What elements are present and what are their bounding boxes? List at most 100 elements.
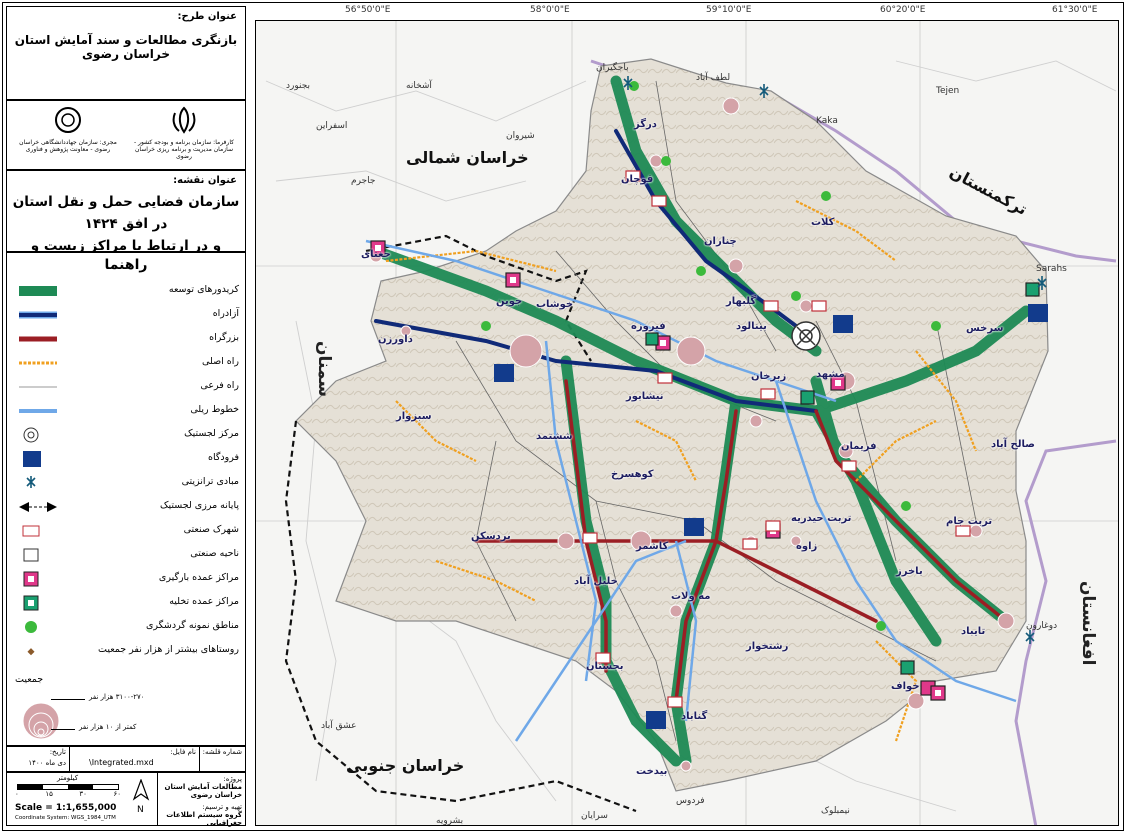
prepared-label: تهیه و ترسیم: <box>202 803 242 811</box>
highway-icon <box>19 336 57 342</box>
city-label: تربت حیدریه <box>791 513 852 524</box>
city-label: زاوه <box>796 541 818 552</box>
external-place-label: باجگیران <box>596 63 629 73</box>
city-label: مشهد <box>816 369 845 380</box>
legend-item: روستاهای بیشتر از هزار نفر جمعیت <box>15 641 239 661</box>
city-label: بینالود <box>736 321 767 332</box>
external-place-label: نیمبلوک <box>821 806 850 816</box>
city-label: سبزوار <box>396 411 432 422</box>
legend-item: پایانه مرزی لجستیک <box>15 497 239 517</box>
map-canvas[interactable] <box>256 21 1119 826</box>
industrial-zone-icon <box>23 548 39 562</box>
scale-box: کیلومتر ۰ ۱۵ ۳۰ ۶۰ N Scale = 1:1,655,000… <box>6 772 246 827</box>
scale-tick: ۰ <box>15 790 19 798</box>
legend-item: مبادی ترانزیتی <box>15 473 239 493</box>
legend-label: ناحیه صنعتی <box>190 548 239 559</box>
transit-point-icon <box>26 476 36 488</box>
project-short-label: پروژه: <box>223 775 242 783</box>
coord-system: Coordinate System: WGS_1984_UTM <box>15 815 116 821</box>
tourism-area-icon <box>25 621 37 633</box>
legend-label: مرکز لجستیک <box>184 428 239 439</box>
legend-label: پایانه مرزی لجستیک <box>160 500 239 511</box>
external-place-label: شیروان <box>506 131 535 141</box>
legend-item: خطوط ریلی <box>15 401 239 421</box>
city-label: زبرخان <box>751 371 787 382</box>
legend-title: راهنما <box>104 257 148 273</box>
industrial-town-icon <box>22 525 40 537</box>
logistics-center-icon <box>23 427 39 443</box>
legend-label: آزادراه <box>212 308 239 319</box>
freeway-icon <box>19 311 57 319</box>
external-place-label: فردوس <box>676 796 705 806</box>
project-title: بازنگری مطالعات و سند آمایش استان خراسان… <box>14 33 238 61</box>
city-label: جغتای <box>361 249 391 260</box>
side-panel: عنوان طرح: بازنگری مطالعات و سند آمایش ا… <box>6 6 246 827</box>
city-label: کلات <box>811 217 835 228</box>
legend-label: کریدورهای توسعه <box>168 284 239 295</box>
map-label: عنوان نقشه: <box>173 175 237 186</box>
city-label: بجستان <box>586 661 624 672</box>
external-place-label: آشخانه <box>406 81 432 91</box>
sheet-label: شماره قلشه: <box>202 748 242 756</box>
scale-tick: ۳۰ <box>79 790 87 798</box>
city-label: باخرز <box>896 566 923 577</box>
legend-item: ناحیه صنعتی <box>15 545 239 565</box>
date-value: دی ماه ۱۴۰۰ <box>28 759 66 767</box>
external-place-label: دوغارون <box>1026 621 1058 631</box>
pop-large-label: ۳۱۰۰-۲۷۰ هزار نفر <box>89 693 145 701</box>
city-label: تایباد <box>961 626 986 637</box>
legend-label: شهرک صنعتی <box>183 524 239 535</box>
region-south-khorasan: خراسان جنوبی <box>346 756 465 775</box>
employer-logo: کارفرما: سازمان برنامه و بودجه کشور - سا… <box>129 105 239 160</box>
map-area[interactable]: خراسان شمالی خراسان جنوبی سمنان ترکمنستا… <box>255 20 1119 826</box>
city-label: ششتمد <box>536 431 573 442</box>
population-circles-icon <box>22 702 60 740</box>
legend-item: آزادراه <box>15 305 239 325</box>
map-title-box: عنوان نقشه: سازمان فضایی حمل و نقل استان… <box>6 170 246 276</box>
external-place-label: جاجرم <box>351 176 376 186</box>
credits-cell: پروژه: مطالعات آمایش استان خراسان رضوی ت… <box>158 775 242 827</box>
rail-icon <box>19 409 57 413</box>
date-cell: تاریخ: دی ماه ۱۴۰۰ <box>7 747 70 771</box>
city-label: خلیل آباد <box>574 576 618 587</box>
scale-tick: ۱۵ <box>45 790 53 798</box>
consultant-logo: مجری: سازمان جهاددانشگاهی خراسان رضوی - … <box>13 105 123 155</box>
coord-label: 61°30'0"E <box>1052 5 1098 15</box>
city-label: بیدخت <box>636 766 668 777</box>
loading-center-icon <box>23 571 39 587</box>
city-label: چناران <box>704 236 737 247</box>
legend-label: خطوط ریلی <box>190 404 239 415</box>
coord-label: 58°0'0"E <box>530 5 570 15</box>
legend-label: روستاهای بیشتر از هزار نفر جمعیت <box>98 644 239 655</box>
city-label: فریمان <box>841 441 877 452</box>
legend-label: راه اصلی <box>202 356 239 367</box>
city-label: مه ولات <box>671 591 711 602</box>
city-label: بردسکن <box>471 531 511 542</box>
city-label: گناباد <box>681 711 708 722</box>
iran-emblem-icon <box>172 106 196 134</box>
legend-item: راه اصلی <box>15 353 239 373</box>
external-place-label: Kaka <box>816 116 838 126</box>
north-arrow-icon <box>132 779 150 801</box>
city-label: درگز <box>634 119 657 130</box>
legend-item: مراکز عمده تخلیه <box>15 593 239 613</box>
legend-label: مراکز عمده بارگیری <box>158 572 239 583</box>
scale-tick: ۶۰ <box>113 790 121 798</box>
city-label: خوشاب <box>536 299 574 310</box>
population-label: جمعیت <box>15 674 44 685</box>
file-name: \Integrated.mxd <box>89 758 154 767</box>
city-label: صالح آباد <box>991 439 1035 450</box>
legend-label: بزرگراه <box>209 332 239 343</box>
city-label: تربت جام <box>946 516 993 527</box>
legend-item: شهرک صنعتی <box>15 521 239 541</box>
city-label: قوچان <box>621 174 654 185</box>
logos-box: مجری: سازمان جهاددانشگاهی خراسان رضوی - … <box>6 100 246 170</box>
scale-unit: کیلومتر <box>57 774 79 782</box>
corridor-icon <box>19 286 57 296</box>
city-label: نیشابور <box>626 391 664 402</box>
legend-item: مرکز لجستیک <box>15 425 239 445</box>
city-label: رشتخوار <box>746 641 789 652</box>
north-label: N <box>137 805 144 815</box>
consultant-caption: مجری: سازمان جهاددانشگاهی خراسان رضوی - … <box>19 139 117 153</box>
